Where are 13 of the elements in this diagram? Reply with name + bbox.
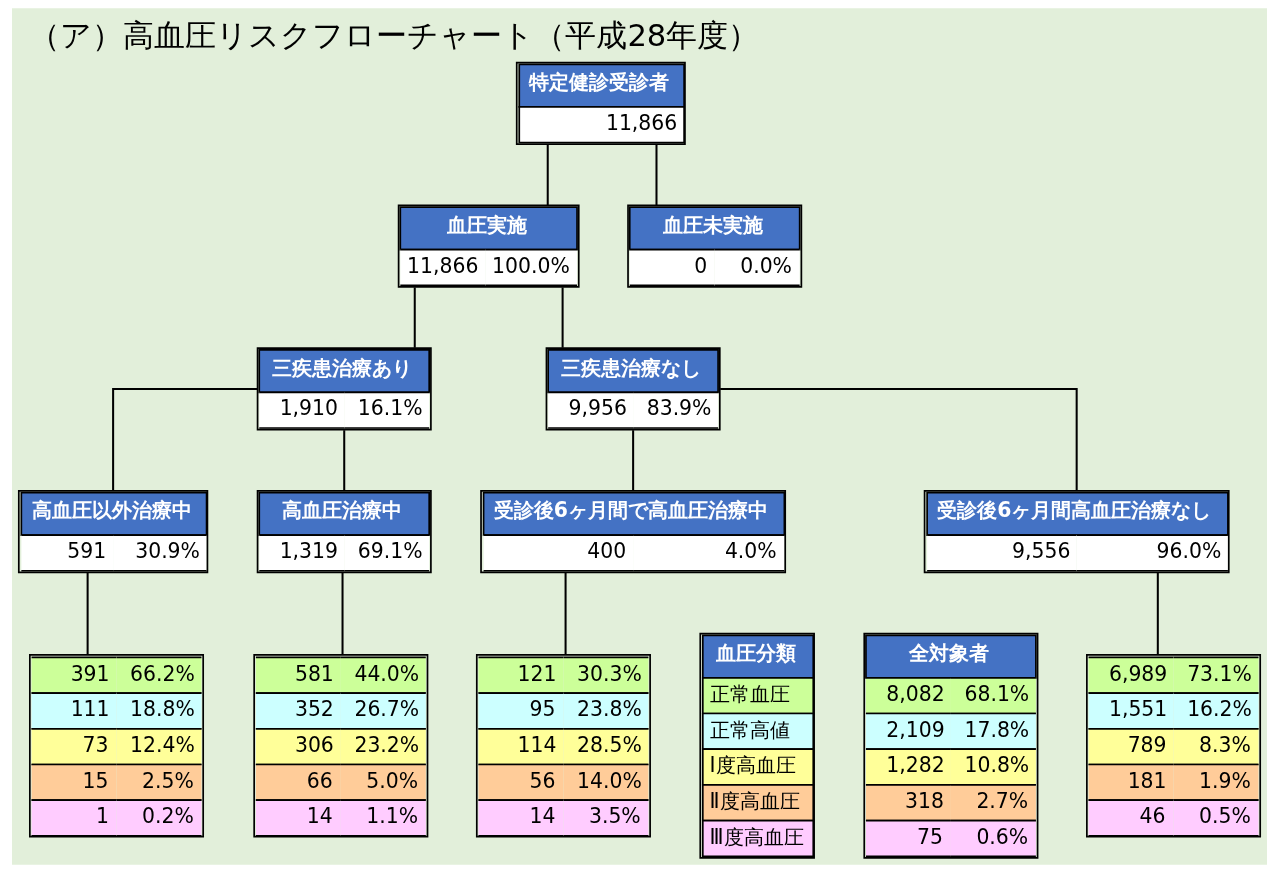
diagram-title: （ア）高血圧リスクフローチャート（平成28年度）: [28, 18, 759, 54]
connector: [546, 144, 549, 205]
connector: [111, 387, 257, 491]
connector: [719, 387, 1078, 491]
connector: [341, 572, 344, 655]
connector: [631, 430, 634, 491]
connector: [1156, 572, 1159, 655]
connector: [561, 287, 564, 348]
connector: [654, 144, 657, 205]
connector: [564, 572, 567, 655]
connector: [413, 287, 416, 348]
connector: [342, 430, 345, 491]
connector: [86, 572, 89, 655]
